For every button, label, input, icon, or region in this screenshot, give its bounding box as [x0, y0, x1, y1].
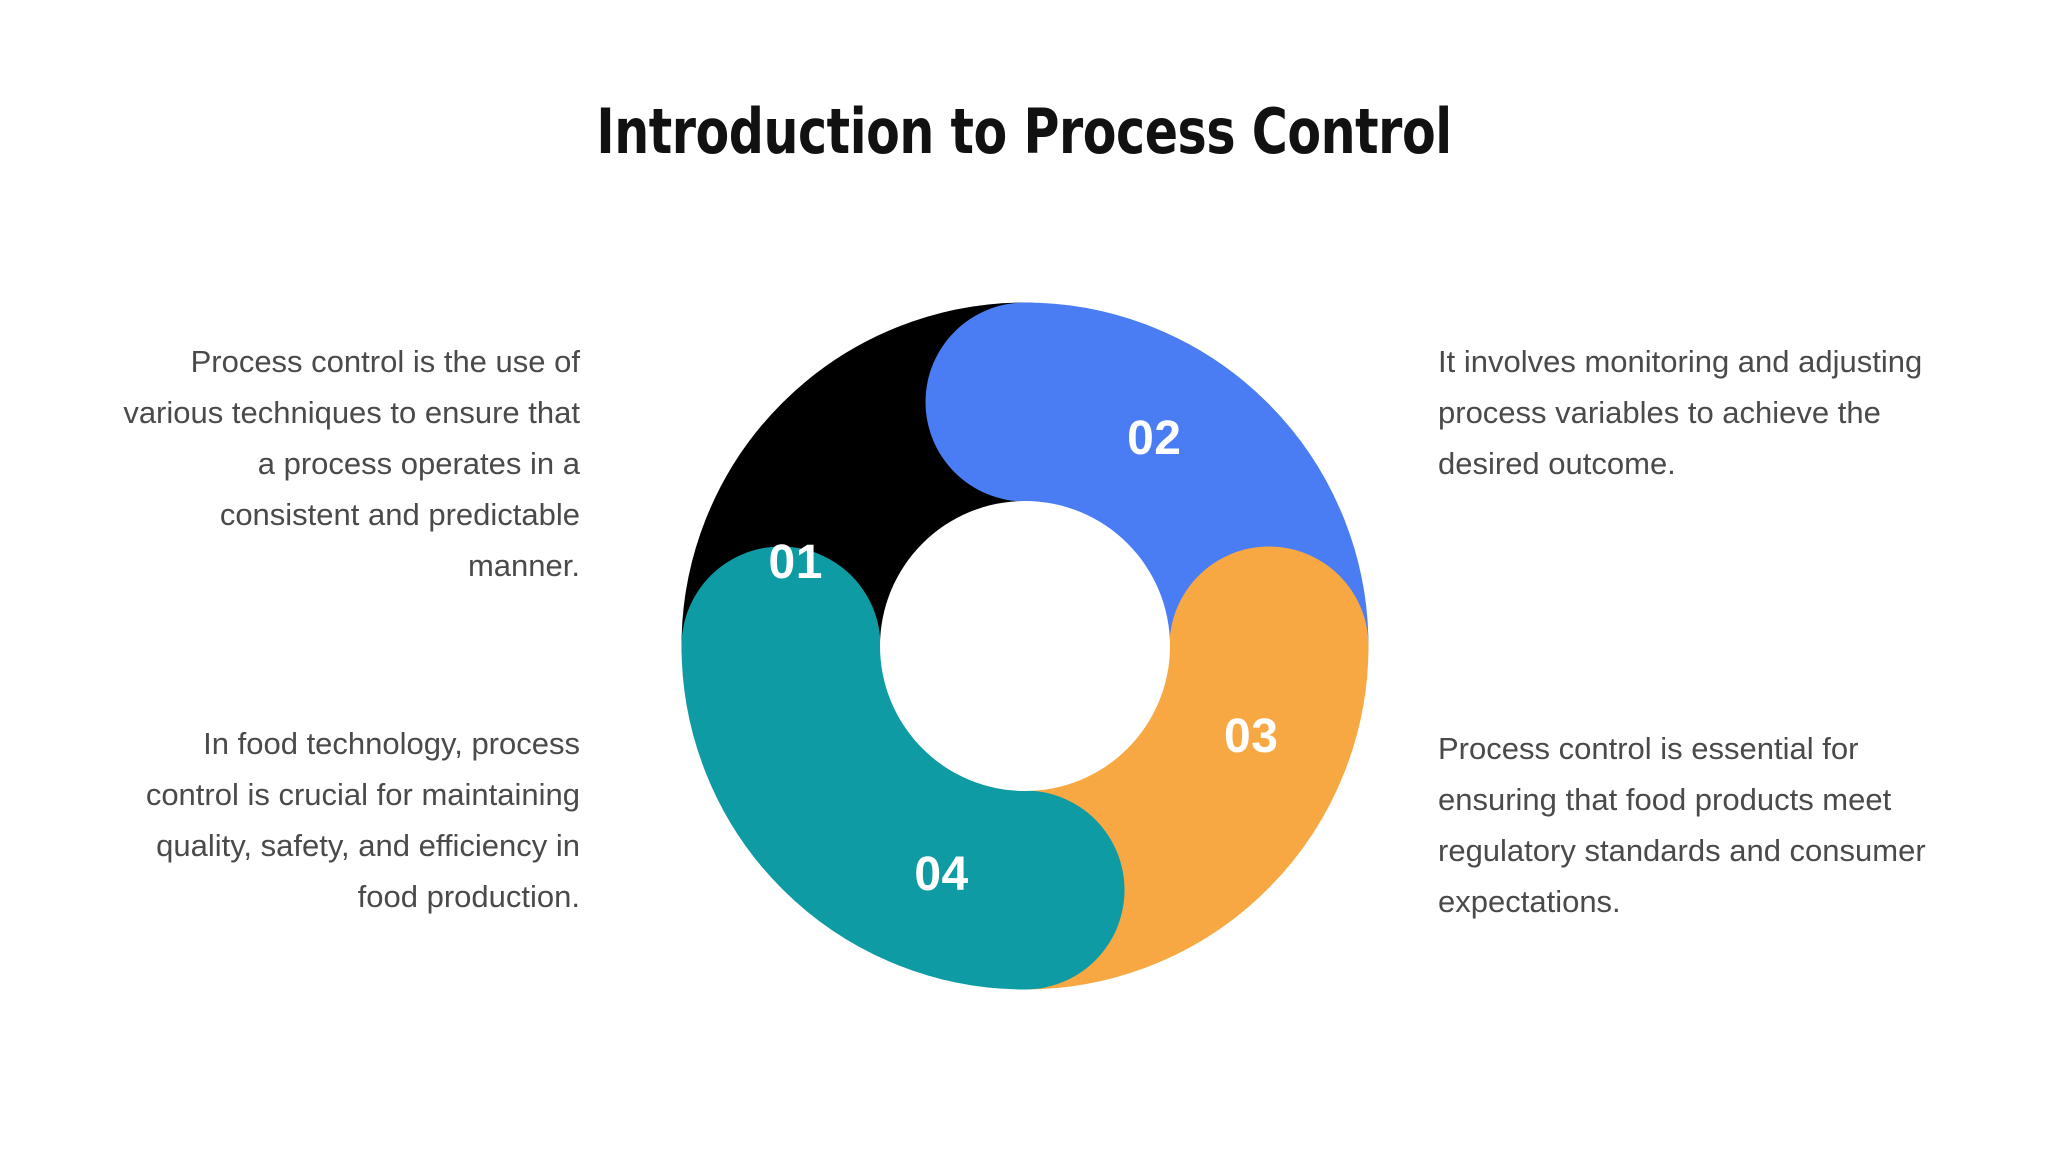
description-text-01: Process control is the use of various te… — [123, 344, 580, 583]
donut-diagram: 01 02 03 04 — [655, 276, 1395, 1016]
description-text-04: In food technology, process control is c… — [145, 726, 580, 914]
page-title: Introduction to Process Control — [596, 95, 1452, 168]
donut-segment-04[interactable] — [681, 546, 1125, 990]
donut-chart-svg — [681, 302, 1369, 990]
description-text-02: It involves monitoring and adjusting pro… — [1438, 344, 1923, 481]
donut-center-hole — [880, 501, 1170, 791]
description-text-03: Process control is essential for ensurin… — [1438, 731, 1926, 919]
